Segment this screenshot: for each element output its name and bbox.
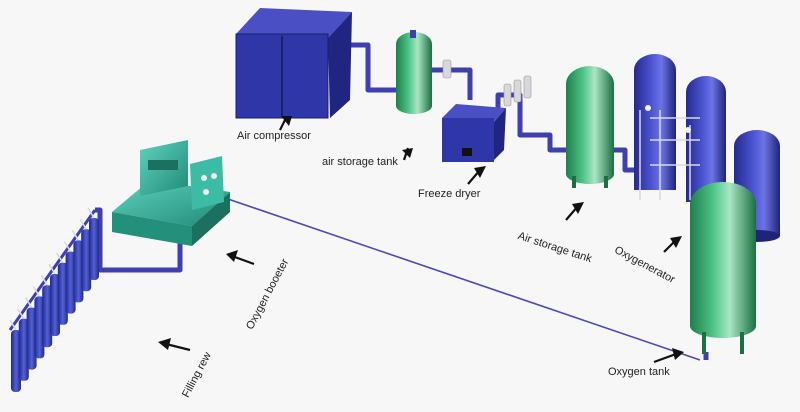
gas-cylinder: [63, 241, 76, 314]
arrow-freeze-dryer: [467, 166, 486, 185]
air-storage-tank-small: [396, 30, 432, 114]
oxygen-booster: [112, 140, 230, 246]
gas-cylinder: [32, 285, 45, 359]
gas-cylinder: [17, 308, 29, 381]
air-compressor: [235, 8, 352, 119]
inline-filters: [442, 59, 532, 107]
air-storage-tank-large: [566, 66, 614, 188]
oxygen-supply-line: [224, 197, 701, 361]
gas-cylinder: [9, 319, 21, 392]
gas-cylinder: [48, 263, 60, 336]
pointer-arrows: [158, 116, 684, 364]
label-oxygen-tank: Oxygen tank: [608, 366, 670, 378]
gas-cylinder: [79, 218, 92, 292]
arrow-air-compressor: [279, 116, 292, 131]
freeze-dryer: [442, 104, 506, 162]
gas-cylinder: [71, 229, 84, 303]
arrow-filling-row: [158, 338, 191, 352]
arrow-oxygen-booster: [226, 250, 255, 266]
oxygen-tank: [690, 182, 756, 354]
arrow-oxygen-tank: [653, 348, 684, 364]
gas-cylinder: [40, 274, 53, 348]
gas-cylinder: [87, 207, 99, 280]
arrow-air-storage-tank-large: [565, 202, 584, 221]
gas-cylinder: [24, 297, 37, 370]
label-air-compressor: Air compressor: [237, 130, 311, 142]
label-freeze-dryer: Freeze dryer: [418, 188, 481, 200]
label-air-storage-tank-small: air storage tank: [322, 156, 398, 168]
arrow-oxygenerator: [663, 236, 682, 253]
filling-row-cylinders: [8, 207, 99, 392]
arrow-air-storage-tank-small: [402, 147, 413, 161]
gas-cylinder: [56, 252, 68, 325]
